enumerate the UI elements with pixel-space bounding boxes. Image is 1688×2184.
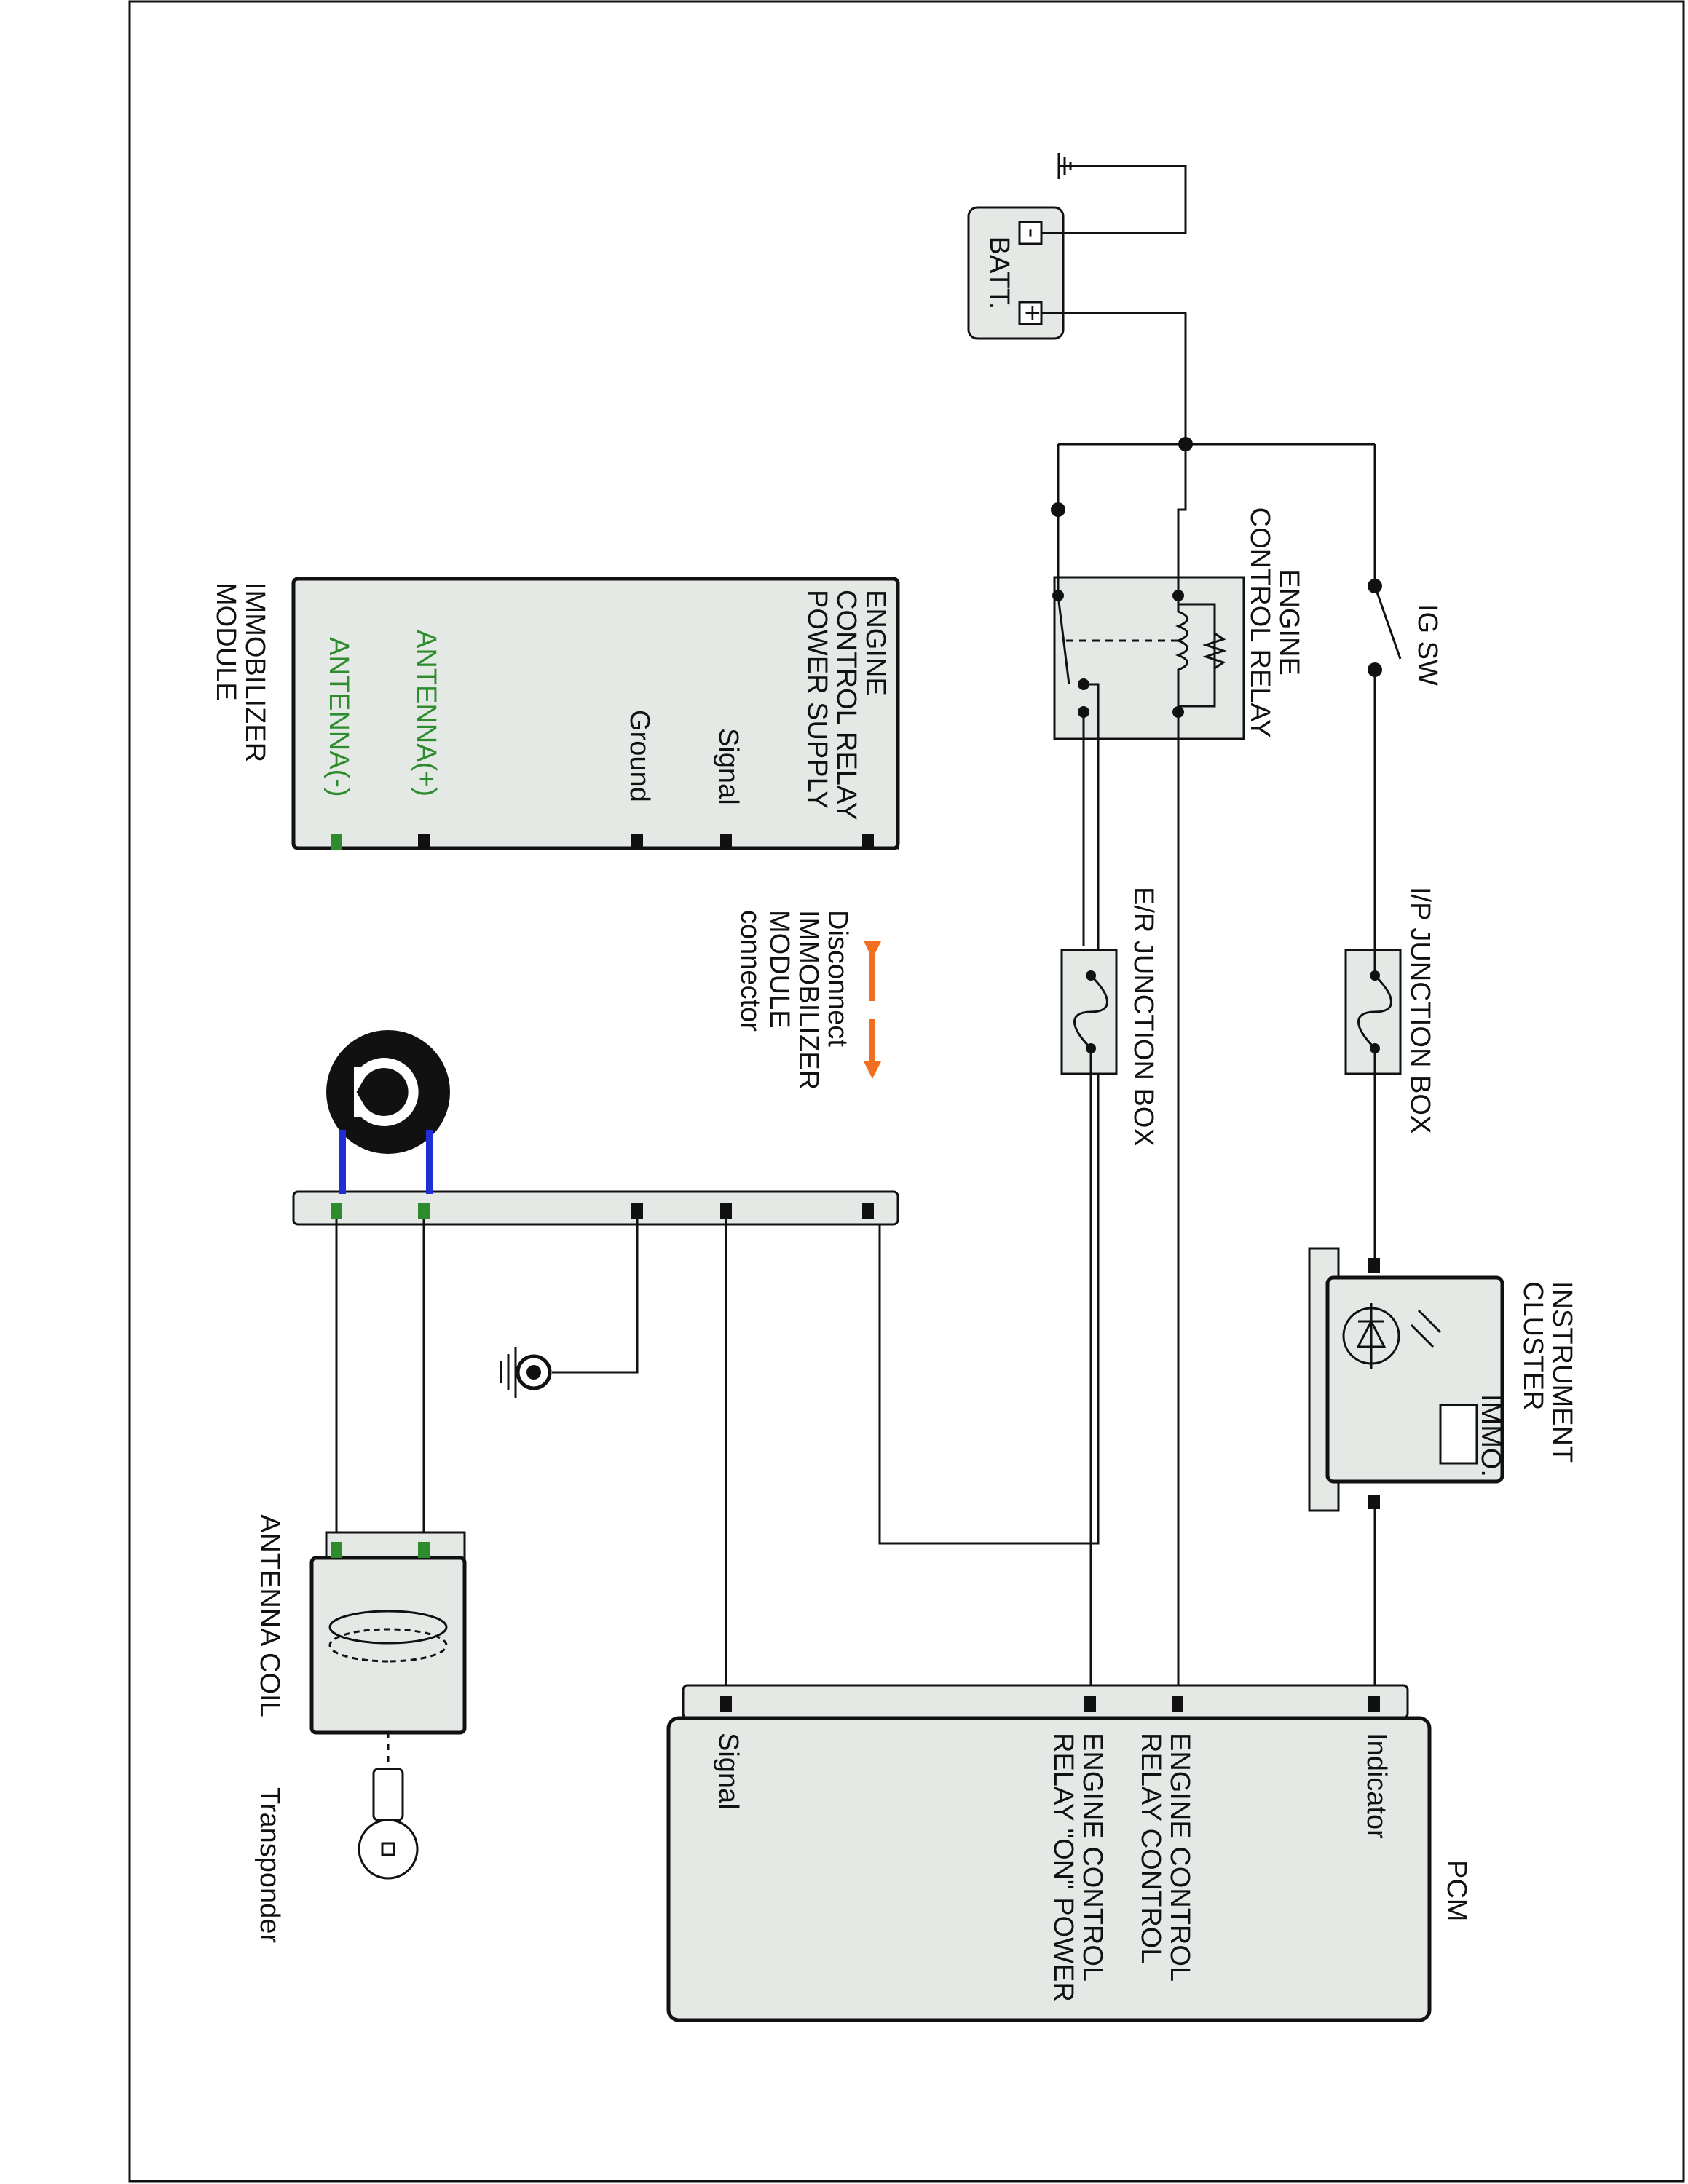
- immobilizer-module-label-2: MODULE: [210, 582, 241, 701]
- ip-junction-box-label: I/P JUNCTION BOX: [1405, 887, 1435, 1133]
- immo-pin-power-3: POWER SUPPLY: [802, 590, 832, 809]
- ip-junction-box: I/P JUNCTION BOX: [1344, 887, 1435, 1133]
- key-icon: [358, 1768, 419, 1880]
- immo-indicator-label: IMMO.: [1475, 1394, 1506, 1477]
- instrument-cluster: IMMO. INSTRUMENT CLUSTER: [1308, 1247, 1577, 1512]
- battery-ground: [1041, 153, 1187, 234]
- pcm-label: PCM: [1441, 1860, 1472, 1921]
- engine-control-relay: ENGINE CONTROL RELAY: [1052, 507, 1304, 740]
- immo-pin-signal: Signal: [713, 728, 744, 805]
- immobilizer-module: IMMOBILIZER MODULE: [210, 577, 900, 850]
- antenna-coil: ANTENNA COIL: [254, 1514, 467, 1735]
- transponder-label: Transponder: [254, 1787, 285, 1943]
- ground-icon: [500, 1347, 517, 1398]
- ground-icon: [1057, 153, 1072, 179]
- battery: - + BATT.: [967, 206, 1065, 340]
- immo-pin-power-2: CONTROL RELAY: [831, 590, 861, 820]
- immobilizer-pin-labels: ENGINE CONTROL RELAY POWER SUPPLY Signal…: [323, 590, 891, 820]
- immobilizer-module-label-1: IMMOBILIZER: [240, 582, 270, 762]
- disconnect-note-2: IMMOBILIZER: [793, 910, 824, 1090]
- immo-pin-antenna-plus: ANTENNA(+): [411, 630, 441, 796]
- immo-pin-power-1: ENGINE: [860, 590, 891, 696]
- engine-control-relay-label-2: CONTROL RELAY: [1245, 507, 1275, 738]
- pcm-pin-relay-on-power-2: RELAY "ON" POWER: [1048, 1733, 1078, 2002]
- pcm-pin-relay-control-2: RELAY CONTROL: [1135, 1733, 1166, 1963]
- battery-plus-sign: +: [1017, 305, 1047, 321]
- diagram-content: - + BATT. IG SW: [210, 153, 1577, 2022]
- instrument-cluster-label-2: CLUSTER: [1518, 1281, 1548, 1410]
- pcm: PCM Indicator ENGINE CONTROL RELAY CONTR…: [666, 1684, 1472, 2022]
- transponder: Transponder: [254, 1733, 419, 1943]
- engine-control-relay-label-1: ENGINE: [1274, 569, 1304, 676]
- immo-pin-ground: Ground: [624, 710, 655, 802]
- pcm-pin-indicator: Indicator: [1361, 1733, 1392, 1839]
- ig-switch-label: IG SW: [1412, 604, 1443, 686]
- battery-icon: [967, 206, 1065, 340]
- instrument-cluster-label-1: INSTRUMENT: [1547, 1281, 1577, 1463]
- immo-indicator-icon: [1439, 1404, 1478, 1465]
- pcm-pin-signal: Signal: [713, 1733, 744, 1810]
- battery-label: BATT.: [984, 237, 1014, 310]
- pcm-pin-relay-control-1: ENGINE CONTROL: [1164, 1733, 1195, 1982]
- immo-pin-antenna-minus: ANTENNA(-): [323, 637, 354, 797]
- disconnect-note-3: MODULE: [764, 910, 794, 1029]
- led-icon: [1342, 1303, 1442, 1369]
- ig-switch: IG SW: [1368, 579, 1443, 686]
- disconnect-note-1: Disconnect: [822, 910, 853, 1047]
- pcm-pin-relay-on-power-1: ENGINE CONTROL: [1077, 1733, 1108, 1982]
- module-ground: [500, 1219, 639, 1398]
- immobilizer-mating-connector: [292, 1190, 899, 1226]
- disconnect-arrows-icon: Disconnect IMMOBILIZER MODULE connector: [735, 910, 881, 1090]
- omega-symbol-icon: [326, 1030, 450, 1194]
- disconnect-note-4: connector: [735, 910, 765, 1032]
- page-frame: [128, 0, 1685, 2183]
- er-junction-box: E/R JUNCTION BOX: [1060, 887, 1159, 1147]
- er-junction-box-label: E/R JUNCTION BOX: [1128, 887, 1159, 1147]
- battery-minus-sign: -: [1017, 229, 1047, 238]
- antenna-coil-label: ANTENNA COIL: [254, 1514, 285, 1717]
